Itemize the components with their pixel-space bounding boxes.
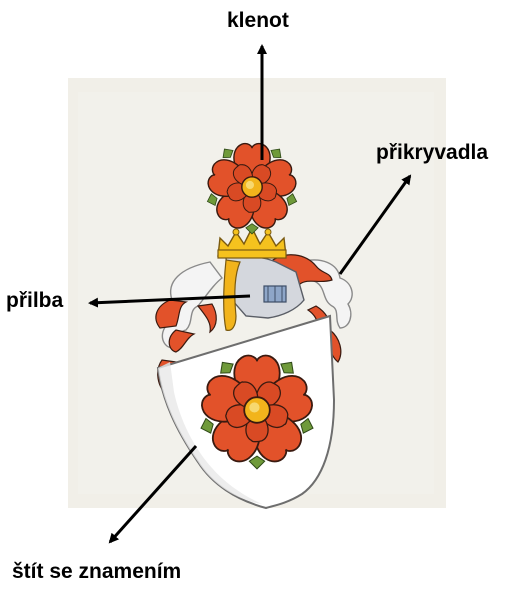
- label-helmet: přilba: [6, 290, 63, 311]
- label-shield: štít se znamením: [12, 561, 181, 582]
- label-mantling: přikryvadla: [376, 142, 488, 163]
- label-crest: klenot: [227, 10, 289, 31]
